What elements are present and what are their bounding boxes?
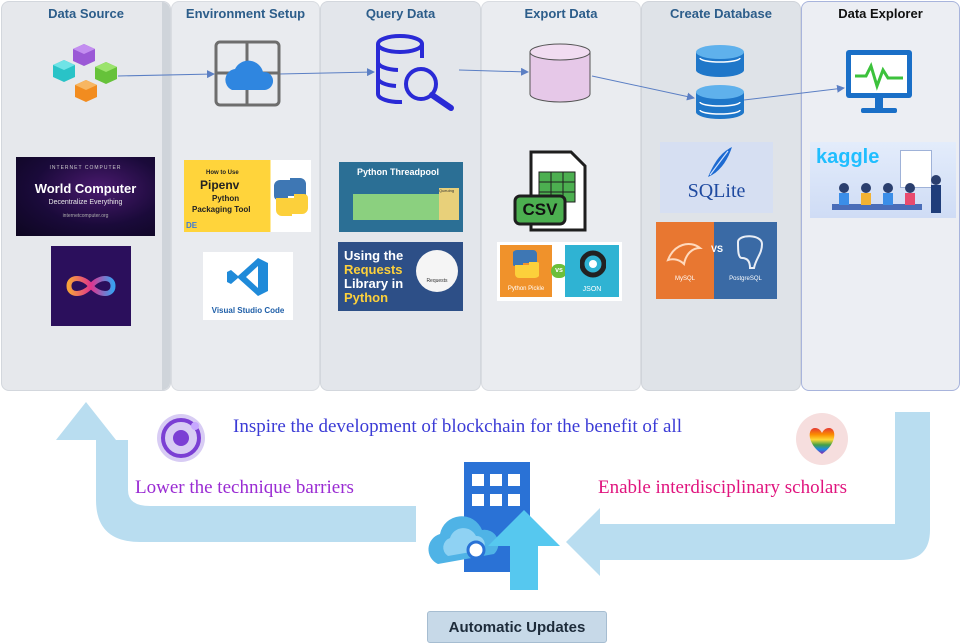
update-cycle-arrows [56,402,930,576]
feather-icon [708,147,732,177]
infinity-logo [51,246,131,326]
inspire-tagline: Inspire the development of blockchain fo… [233,416,682,437]
requests-banner: Using the Requests Library in Python Req… [338,242,463,311]
column-title: Query Data [365,6,436,21]
json-label: JSON [582,286,602,293]
requests-line4: Python [344,290,389,305]
python-logo-icon [274,178,308,216]
banner-header: INTERNET COMPUTER [49,165,122,171]
threadpool-banner: Python Threadpool Queuing [339,162,463,232]
database-icon [529,43,591,103]
mysql-label: MySQL [674,276,695,282]
sqlite-banner: SQLite [660,142,773,213]
kaggle-board [900,150,932,188]
top-flow [53,34,912,119]
sqlite-label: SQLite [687,180,746,202]
pipenv-line1: How to Use [206,170,239,176]
dolphin-icon [666,243,703,267]
column-title: Data Explorer [838,6,923,21]
pipenv-line2: Pipenv [200,178,240,192]
enable-scholars-tagline: Enable interdisciplinary scholars [598,477,848,498]
banner-subtitle: Decentralize Everything [48,199,123,206]
cloud-grid-icon [214,40,281,107]
people-icon [832,175,941,213]
lower-barriers-tagline: Lower the technique barriers [135,477,354,498]
kaggle-label: kaggle [816,146,880,168]
python-logo-icon [513,250,539,278]
automatic-updates-button[interactable]: Automatic Updates [427,611,607,643]
requests-badge [416,250,458,292]
requests-line3: Library in [344,276,404,291]
vs-badge: vs [551,264,567,278]
column-title: Environment Setup [185,6,306,21]
pipenv-line3: Python [212,194,240,203]
postgres-label: PostgreSQL [729,276,762,282]
queue-box [439,188,459,220]
json-icon [580,250,606,278]
threadpool-title: Python Threadpool [357,167,439,177]
queue-label: Queuing [439,188,455,193]
vscode-label: Visual Studio Code [211,306,285,315]
vscode-banner: Visual Studio Code [203,252,293,320]
banner-title: World Computer [34,181,137,196]
world-computer-banner: INTERNET COMPUTER World Computer Decentr… [16,157,155,236]
threadpool-diagram [353,194,447,220]
cubes-icon [53,44,117,102]
pipenv-corner: DE [186,221,198,230]
heart-icon [796,413,848,465]
kaggle-banner: kaggle [810,142,956,218]
pipenv-line4: Packaging Tool [192,205,251,214]
banner-url: internetcomputer.org [62,213,109,219]
cloud-building-upload-icon [428,462,560,590]
pickle-label: Python Pickle [507,286,545,292]
column-title: Export Data [524,6,598,21]
column-title: Create Database [670,6,772,21]
csv-label: CSV [522,200,558,219]
vs-label: VS [710,244,723,254]
automatic-updates-label: Automatic Updates [448,618,586,636]
monitor-chart-icon [846,50,912,113]
elephant-icon [736,235,764,269]
column-title: Data Source [48,6,124,21]
csv-icon: CSV [513,150,589,234]
stacked-database-icon [696,45,744,119]
requests-line2: Requests [344,262,403,277]
requests-line1: Using the [344,248,404,263]
vscode-icon [227,258,268,296]
csv-file-icon [513,150,587,232]
infinity-icon [66,276,116,296]
pipenv-banner: How to Use Pipenv Python Packaging Tool … [184,160,311,232]
orbit-icon [157,414,205,462]
requests-badge-label: Requests [426,278,448,284]
mysql-postgres-banner: MySQL VS PostgreSQL [656,222,777,299]
database-search-icon [375,34,454,111]
pickle-json-banner: Python Pickle vs JSON [497,242,622,301]
